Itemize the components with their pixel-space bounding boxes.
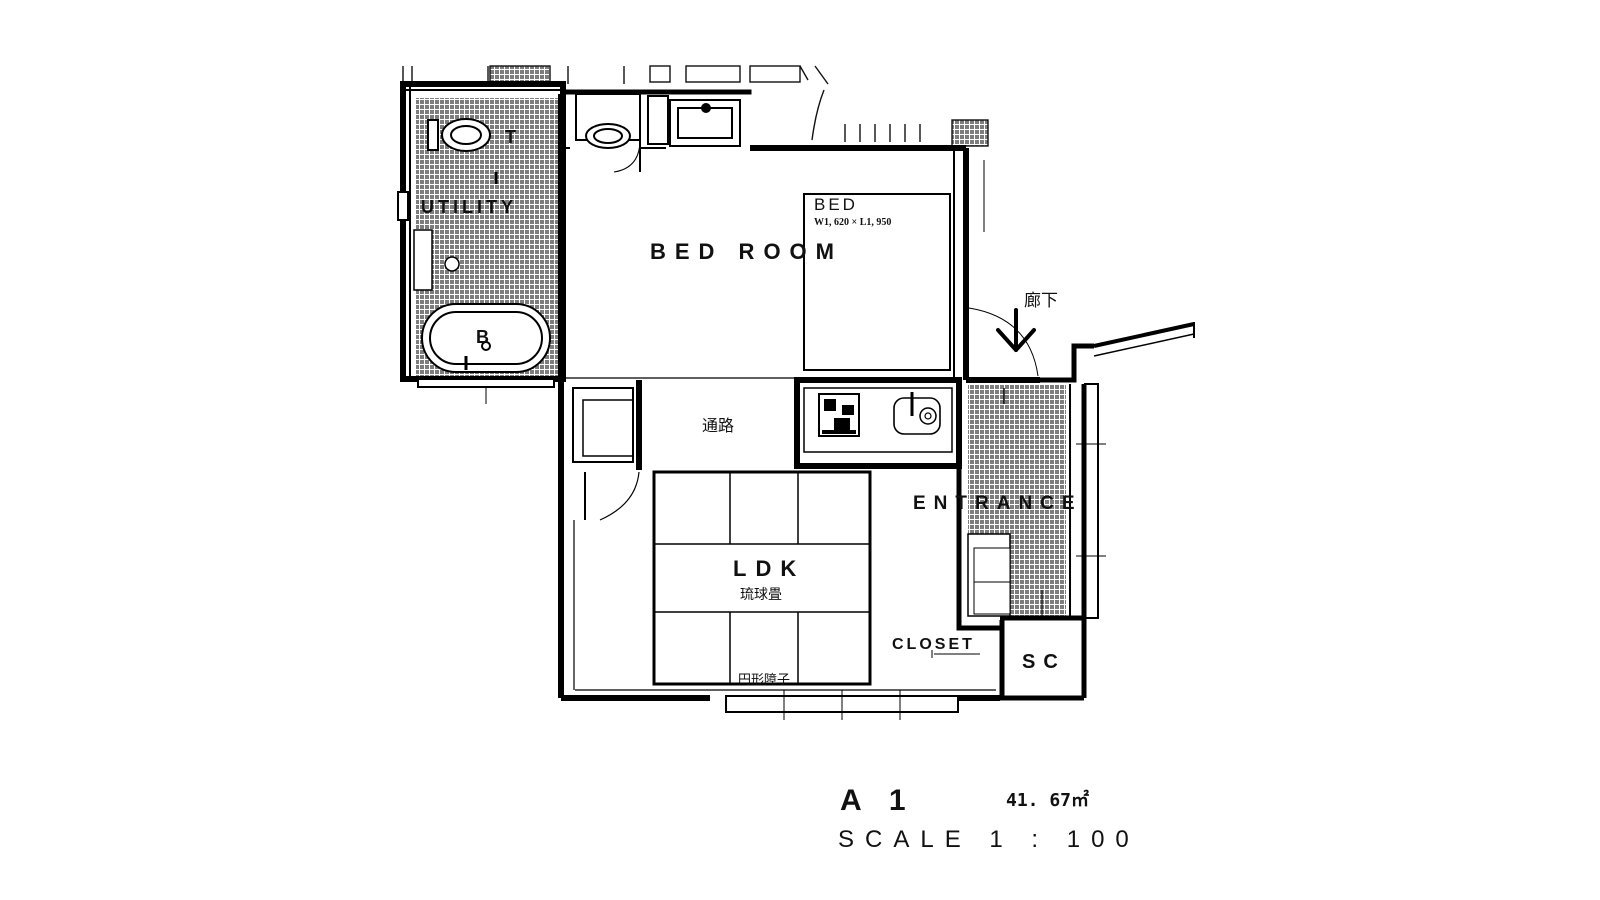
scale-label: SCALE 1 : 100: [838, 826, 1140, 853]
unit-name: A 1: [840, 784, 916, 817]
tatami: [652, 470, 872, 686]
bed: [803, 193, 951, 371]
entrance-floor: [967, 384, 1066, 617]
storage-left: [558, 380, 642, 698]
entrance-label: ENTRANCE: [913, 493, 1083, 514]
stove-icon: [818, 393, 860, 437]
entrance-walls: [931, 322, 1195, 701]
top-strip: [402, 65, 989, 147]
sink-icon: [893, 392, 941, 435]
bath-label: B: [476, 327, 493, 347]
washbasin-icon: [575, 93, 741, 173]
ldk-walls: [561, 520, 1000, 720]
bed-label: BED: [814, 195, 858, 214]
ldk-floor-label: 琉球畳: [740, 587, 782, 603]
entry-arrow-icon: [996, 308, 1036, 352]
ldk-label: LDK: [733, 556, 806, 581]
bedroom-label: BED ROOM: [650, 239, 843, 264]
toilet-icon: [427, 118, 491, 152]
toilet-label: T: [505, 127, 520, 147]
corridor-label: 廊下: [1024, 291, 1058, 311]
closet-label: CLOSET: [892, 636, 975, 653]
shoji-label: 円形障子: [738, 673, 791, 688]
bed-size-label: W1, 620 × L1, 950: [814, 217, 892, 228]
utility-label: UTILITY: [421, 197, 517, 217]
unit-area: 41. 67㎡: [1006, 790, 1090, 811]
bathtub-icon: [421, 303, 551, 373]
bedroom-walls: [558, 89, 1039, 380]
passage-label: 通路: [702, 416, 735, 435]
shoe-closet-label: SC: [1022, 651, 1066, 673]
